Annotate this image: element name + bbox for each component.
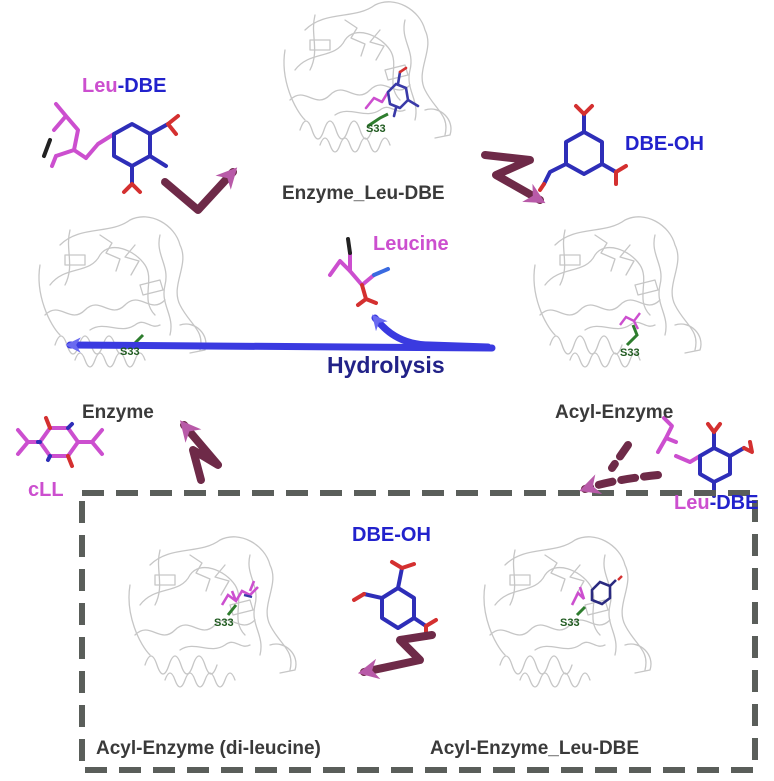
label-cll: cLL — [28, 479, 64, 501]
label-enzyme: Enzyme — [82, 402, 154, 423]
label-enzyme-leu-dbe: Enzyme_Leu-DBE — [282, 183, 445, 204]
s33-label-leu-dbe: S33 — [560, 617, 580, 629]
molecule-leucine — [328, 237, 390, 307]
label-dbe-part-2: -DBE — [709, 492, 759, 514]
s33-label-dileucine: S33 — [214, 617, 234, 629]
label-leu-dbe-lower-right: Leu-DBE — [674, 493, 758, 513]
molecule-dbe-oh-top-right — [538, 104, 628, 192]
s33-label-top: S33 — [366, 123, 386, 135]
ligand-top-active-site — [364, 66, 420, 118]
acyl-leu-dbe-dark-stick — [590, 579, 617, 606]
label-leucine: Leucine — [373, 233, 449, 255]
acyl-leu-dbe-pink-stick — [570, 586, 586, 606]
serine-stick-acyl — [625, 324, 639, 347]
protein-acyl-enzyme-leu-dbe — [483, 536, 652, 688]
serine-stick-dileucine — [226, 604, 238, 616]
label-acyl-enzyme: Acyl-Enzyme — [555, 402, 674, 423]
acyl-leu-dbe-red-stick — [617, 575, 623, 581]
label-acyl-enzyme-leu-dbe: Acyl-Enzyme_Leu-DBE — [430, 738, 640, 759]
label-dbe-part: -DBE — [117, 75, 167, 97]
label-acyl-enzyme-dileucine: Acyl-Enzyme (di-leucine) — [96, 738, 321, 759]
arrow-substrate-binding — [161, 167, 238, 214]
dileucine-stick-blue — [243, 593, 253, 599]
s33-label-enzyme: S33 — [120, 346, 140, 358]
molecule-cll — [16, 416, 104, 468]
s33-label-acyl: S33 — [620, 347, 640, 359]
label-leu-part: Leu — [82, 75, 118, 97]
label-dbe-oh-top-right: DBE-OH — [625, 133, 704, 155]
label-dbe-oh-box: DBE-OH — [352, 524, 431, 546]
molecule-leu-dbe-lower-right — [656, 416, 754, 498]
label-leu-dbe-top-left: Leu-DBE — [82, 76, 166, 96]
label-leu-part-2: Leu — [674, 492, 710, 514]
arrow-hydrolysis-main — [65, 337, 496, 353]
protein-acyl-enzyme — [533, 216, 702, 368]
arrow-hydrolysis-leucine — [371, 314, 492, 351]
serine-stick-leu-dbe — [575, 605, 587, 617]
protein-acyl-enzyme-dileucine — [128, 536, 297, 688]
arrow-release-dbe-oh — [481, 151, 546, 204]
acyl-leucine-stick — [619, 312, 641, 330]
molecule-leu-dbe-top-left — [42, 102, 180, 194]
arrow-dileucine-formation — [357, 631, 436, 680]
arrow-to-enzyme — [179, 420, 222, 484]
molecule-dbe-oh-box — [352, 560, 438, 640]
arrow-second-substrate — [585, 441, 662, 489]
serine-stick-top — [367, 112, 389, 128]
label-hydrolysis: Hydrolysis — [327, 352, 445, 378]
dileucine-stick — [220, 580, 259, 606]
